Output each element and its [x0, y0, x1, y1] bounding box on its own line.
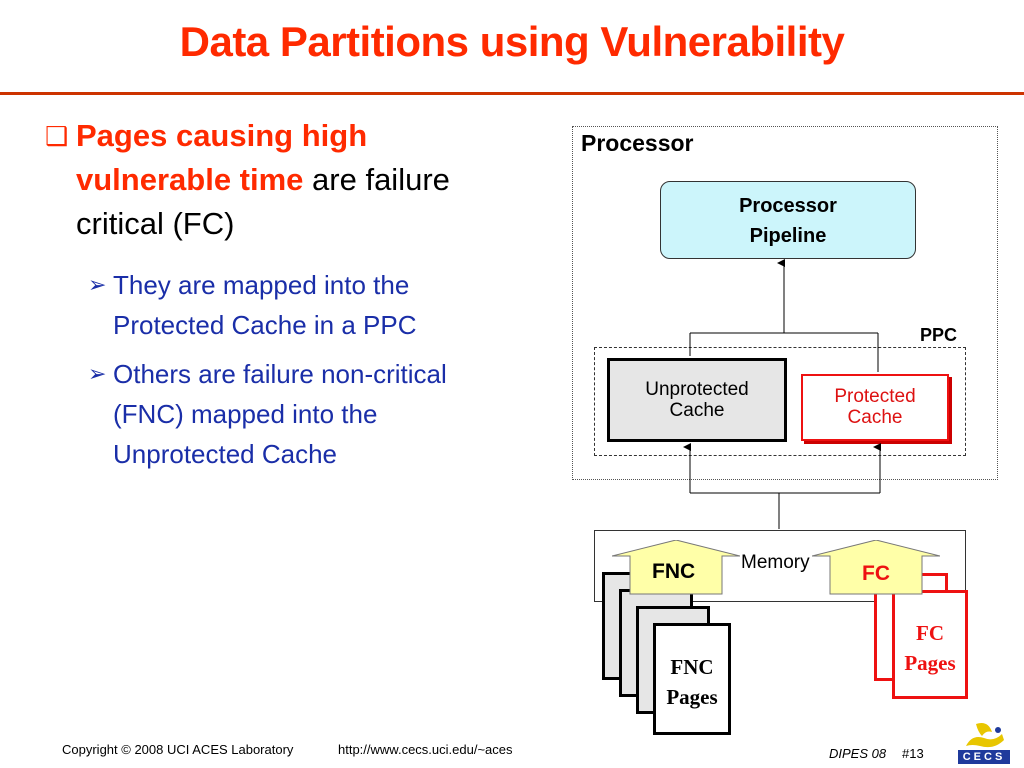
box-bullet-icon: ❑: [45, 121, 69, 151]
bullet-main: ❑ Pages causing high vulnerable time are…: [45, 114, 515, 246]
footer-url-link[interactable]: http://www.cecs.uci.edu/~aces: [338, 742, 513, 757]
slide-number: #13: [902, 746, 924, 761]
cecs-logo-icon: CECS: [958, 720, 1010, 764]
processor-boundary: [572, 126, 998, 480]
unprotected-cache-box: Unprotected Cache: [607, 358, 787, 442]
title-divider: [0, 92, 1024, 95]
fc-pages-label: FC Pages: [892, 618, 968, 678]
fnc-pages-line2: Pages: [666, 685, 718, 709]
bullet-sub-2-text: Others are failure non-critical (FNC) ma…: [113, 359, 447, 469]
memory-label: Memory: [741, 552, 810, 573]
protected-cache-box: Protected Cache: [801, 374, 949, 441]
footer-copyright: Copyright © 2008 UCI ACES Laboratory: [62, 742, 294, 757]
bullet-sub-2: ➢ Others are failure non-critical (FNC) …: [88, 354, 518, 474]
fc-arrow-label: FC: [862, 562, 890, 585]
arrow-bullet-icon: ➢: [88, 272, 107, 297]
pipeline-label-line1: Processor: [739, 195, 837, 217]
protected-label-line2: Cache: [847, 407, 903, 428]
protected-label-line1: Protected: [834, 386, 916, 407]
logo-text: CECS: [958, 750, 1010, 764]
fnc-block-arrow: [612, 540, 740, 595]
fc-pages-line1: FC: [916, 621, 944, 645]
processor-pipeline-box: Processor Pipeline: [660, 181, 916, 259]
bullet-sub-1-text: They are mapped into the Protected Cache…: [113, 270, 417, 340]
bullet-main-emphasis: Pages causing high vulnerable time: [76, 118, 368, 197]
unprotected-label-line2: Cache: [669, 400, 725, 421]
memory-box: [594, 530, 966, 602]
fc-block-arrow: [812, 540, 940, 595]
bullet-sub-1: ➢ They are mapped into the Protected Cac…: [88, 265, 518, 345]
pipeline-label-line2: Pipeline: [749, 225, 827, 247]
fc-page-front: [892, 590, 968, 699]
fnc-page-front: [653, 623, 731, 735]
fnc-pages-label: FNC Pages: [652, 652, 732, 712]
unprotected-label-line1: Unprotected: [645, 379, 749, 400]
processor-label: Processor: [581, 130, 694, 156]
bullet-main-rest: are failure critical (FC): [76, 162, 450, 241]
slide-title: Data Partitions using Vulnerability: [179, 18, 845, 65]
footer-event: DIPES 08: [829, 746, 887, 761]
fnc-arrow-label: FNC: [652, 560, 696, 583]
ppc-boundary: [594, 347, 966, 456]
fnc-pages-line1: FNC: [670, 655, 714, 679]
arrow-bullet-icon: ➢: [88, 361, 107, 386]
fc-pages-line2: Pages: [904, 651, 956, 675]
ppc-label: PPC: [920, 325, 958, 345]
